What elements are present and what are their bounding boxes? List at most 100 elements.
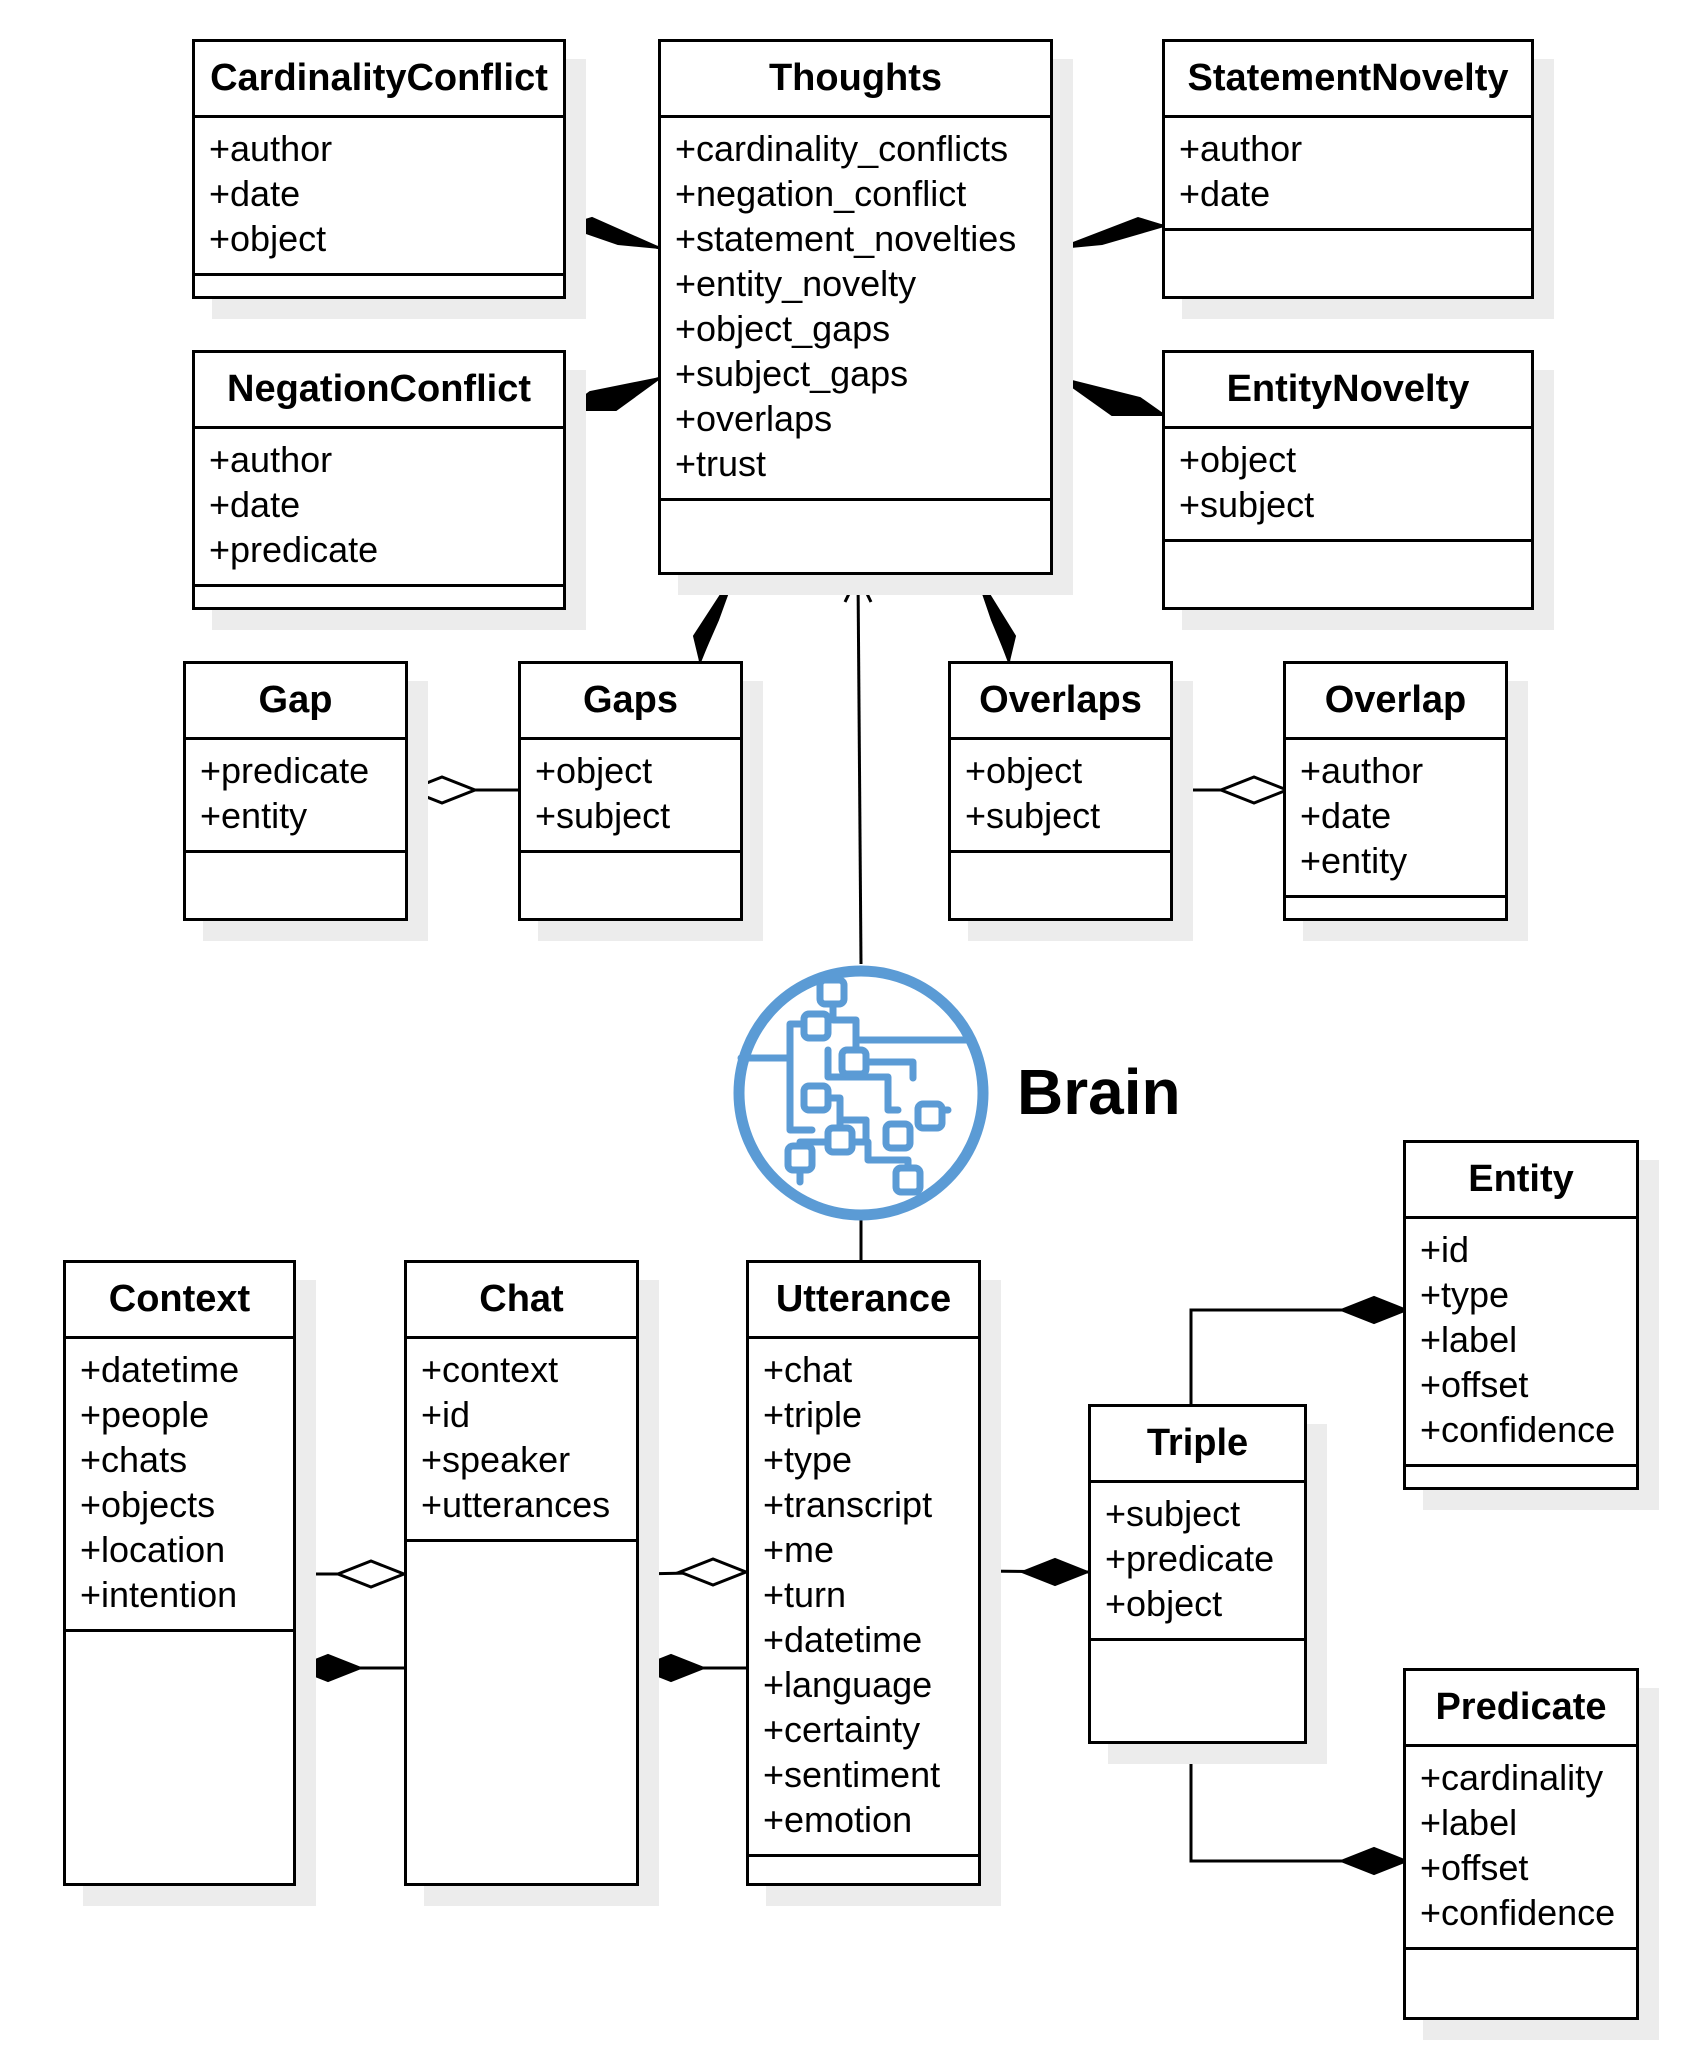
attribute: +object [965, 750, 1083, 791]
class-overlaps: Overlaps +object +subject [948, 661, 1173, 921]
attribute-list: +context +id +speaker +utterances [407, 1339, 636, 1542]
class-chat: Chat +context +id +speaker +utterances [404, 1260, 639, 1886]
class-name: Triple [1091, 1407, 1304, 1483]
attribute: +subject [965, 795, 1101, 836]
attribute-list: +chat +triple +type +transcript +me +tur… [749, 1339, 978, 1857]
attribute-list: +author +date [1165, 118, 1531, 231]
class-name: NegationConflict [195, 353, 563, 429]
class-name: Entity [1406, 1143, 1636, 1219]
attribute: +confidence [1420, 1892, 1616, 1933]
attribute: +negation_conflict [675, 173, 967, 214]
class-thoughts: Thoughts +cardinality_conflicts +negatio… [658, 39, 1053, 575]
attribute: +statement_novelties [675, 218, 1017, 259]
attribute: +date [209, 484, 301, 525]
attribute: +date [209, 173, 301, 214]
class-name: Thoughts [661, 42, 1050, 118]
attribute: +id [421, 1394, 471, 1435]
attribute: +date [1300, 795, 1392, 836]
composition-diamond [562, 216, 661, 249]
attribute: +subject_gaps [675, 353, 909, 394]
attribute: +me [763, 1529, 835, 1570]
attribute: +type [1420, 1274, 1510, 1315]
class-utterance: Utterance +chat +triple +type +transcrip… [746, 1260, 981, 1886]
class-cardinality-conflict: CardinalityConflict +author +date +objec… [192, 39, 566, 299]
attribute: +language [763, 1664, 933, 1705]
composition-diamond [1059, 216, 1168, 249]
attribute: +id [1420, 1229, 1470, 1270]
attribute-list: +subject +predicate +object [1091, 1483, 1304, 1641]
attribute: +location [80, 1529, 226, 1570]
attribute: +subject [535, 795, 671, 836]
attribute: +cardinality_conflicts [675, 128, 1009, 169]
attribute-list: +cardinality_conflicts +negation_conflic… [661, 118, 1050, 501]
attribute: +predicate [209, 529, 379, 570]
class-gap: Gap +predicate +entity [183, 661, 408, 921]
attribute: +object_gaps [675, 308, 891, 349]
class-name: StatementNovelty [1165, 42, 1531, 118]
attribute: +context [421, 1349, 559, 1390]
attribute: +offset [1420, 1847, 1529, 1888]
attribute-list: +author +date +predicate [195, 429, 563, 587]
composition-diamond [1059, 377, 1168, 416]
attribute: +chat [763, 1349, 853, 1390]
attribute: +entity [200, 795, 308, 836]
composition-diamond [563, 377, 661, 411]
attribute-list: +cardinality +label +offset +confidence [1406, 1747, 1636, 1950]
attribute: +object [535, 750, 653, 791]
attribute: +label [1420, 1802, 1518, 1843]
attribute-list: +author +date +object [195, 118, 563, 276]
attribute: +utterances [421, 1484, 611, 1525]
attribute: +subject [1105, 1493, 1241, 1534]
attribute-list: +datetime +people +chats +objects +locat… [66, 1339, 293, 1632]
attribute: +author [1179, 128, 1303, 169]
arrow-head [843, 571, 873, 603]
class-predicate: Predicate +cardinality +label +offset +c… [1403, 1668, 1639, 2020]
attribute-list: +object +subject [1165, 429, 1531, 542]
attribute: +speaker [421, 1439, 571, 1480]
attribute-list: +object +subject [951, 740, 1170, 853]
attribute: +objects [80, 1484, 216, 1525]
attribute: +predicate [1105, 1538, 1275, 1579]
attribute: +emotion [763, 1799, 913, 1840]
attribute: +sentiment [763, 1754, 941, 1795]
attribute: +object [1105, 1583, 1223, 1624]
attribute: +author [1300, 750, 1424, 791]
class-name: CardinalityConflict [195, 42, 563, 118]
class-name: Overlaps [951, 664, 1170, 740]
attribute: +overlaps [675, 398, 833, 439]
brain-circuit-icon [733, 965, 989, 1221]
attribute: +date [1179, 173, 1271, 214]
aggregation-diamond [404, 775, 480, 805]
attribute-list: +author +date +entity [1286, 740, 1505, 898]
attribute: +author [209, 439, 333, 480]
connector-triple-entity [1189, 1308, 1407, 1406]
aggregation-diamond [1216, 775, 1292, 805]
attribute: +transcript [763, 1484, 933, 1525]
attribute: +datetime [763, 1619, 923, 1660]
brain-title: Brain [1017, 1056, 1181, 1128]
class-name: Predicate [1406, 1671, 1636, 1747]
attribute: +intention [80, 1574, 238, 1615]
attribute: +cardinality [1420, 1757, 1604, 1798]
attribute-list: +predicate +entity [186, 740, 405, 853]
attribute: +label [1420, 1319, 1518, 1360]
composition-diamond [1019, 1557, 1091, 1587]
connector-brain-thoughts [856, 574, 863, 965]
composition-diamond [1338, 1846, 1410, 1876]
attribute: +predicate [200, 750, 370, 791]
attribute: +datetime [80, 1349, 240, 1390]
class-negation-conflict: NegationConflict +author +date +predicat… [192, 350, 566, 610]
class-name: Gaps [521, 664, 740, 740]
attribute: +people [80, 1394, 210, 1435]
class-name: Gap [186, 664, 405, 740]
attribute-list: +id +type +label +offset +confidence [1406, 1219, 1636, 1467]
attribute: +triple [763, 1394, 863, 1435]
attribute: +confidence [1420, 1409, 1616, 1450]
attribute: +offset [1420, 1364, 1529, 1405]
attribute: +author [209, 128, 333, 169]
composition-diamond [292, 1653, 364, 1683]
attribute: +subject [1179, 484, 1315, 525]
attribute-list: +object +subject [521, 740, 740, 853]
class-context: Context +datetime +people +chats +object… [63, 1260, 296, 1886]
